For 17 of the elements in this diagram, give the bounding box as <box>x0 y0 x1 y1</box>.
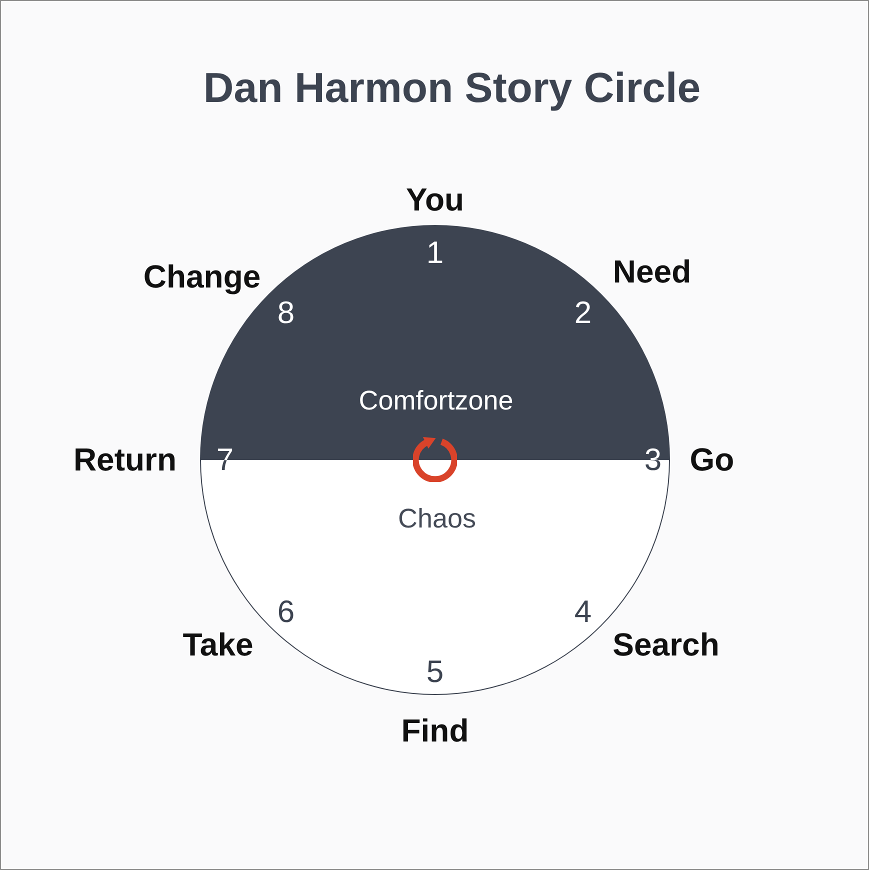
stage-label: Return <box>73 442 177 478</box>
step-number: 2 <box>574 295 592 331</box>
stage-label: You <box>406 182 464 218</box>
stage-label: Find <box>401 712 469 750</box>
step-number: 6 <box>277 594 295 630</box>
zone-label: Comfortzone <box>358 385 514 417</box>
stage-label: Search <box>612 626 720 664</box>
step-number: 1 <box>426 235 444 271</box>
stage-label: Go <box>690 442 734 478</box>
step-number: 8 <box>277 295 295 331</box>
zone-label: Chaos <box>398 503 476 535</box>
stage-label: Need <box>612 254 692 290</box>
stage-label: Take <box>182 626 254 664</box>
title: Dan Harmon Story Circle <box>203 64 701 112</box>
stage-label: Change <box>143 258 261 296</box>
step-number: 4 <box>574 594 592 630</box>
step-number: 5 <box>426 654 444 690</box>
